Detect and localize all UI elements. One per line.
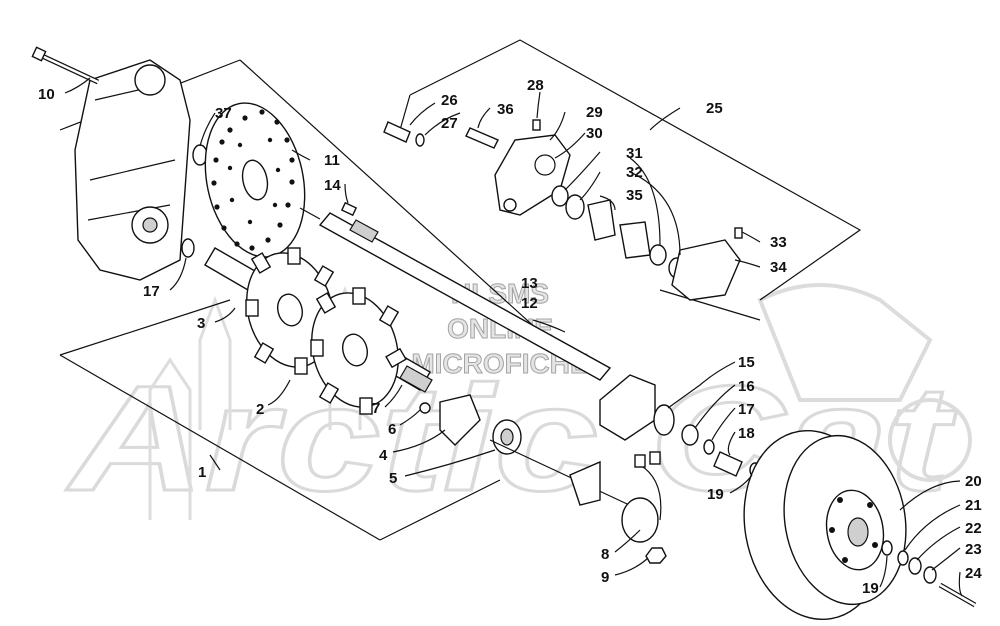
callout-19b: 19 [862, 580, 879, 597]
callout-29: 29 [586, 104, 603, 121]
callout-27: 27 [441, 115, 458, 132]
caliper-half-34 [671, 239, 741, 301]
callout-20: 20 [965, 473, 982, 490]
brake-disc-11 [204, 102, 306, 258]
spacer-18 [713, 451, 743, 477]
callout-15: 15 [738, 354, 755, 371]
brake-pad-35b [619, 221, 651, 259]
washer-21 [897, 550, 909, 566]
callout-26: 26 [441, 92, 458, 109]
speedo-sensor-8 [569, 451, 662, 543]
piston-32 [565, 194, 585, 220]
washer-23 [923, 566, 937, 584]
bearing-flange-4 [439, 394, 481, 446]
callout-labels: 1 2 3 4 5 6 7 8 9 10 11 12 13 14 15 16 1… [38, 77, 982, 597]
callout-25: 25 [706, 100, 723, 117]
callout-30: 30 [586, 125, 603, 142]
seal-17-left [181, 238, 195, 258]
ring-31b [649, 244, 667, 266]
bolt-10 [31, 46, 100, 85]
chaincase-housing [74, 59, 191, 281]
callout-1: 1 [198, 464, 206, 481]
bolt-24 [938, 582, 977, 608]
callout-4: 4 [379, 447, 388, 464]
callout-33: 33 [770, 234, 787, 251]
callout-31: 31 [626, 145, 643, 162]
washer-16 [681, 424, 699, 446]
callout-21: 21 [965, 497, 982, 514]
leader-lines [64, 77, 963, 597]
callout-37: 37 [215, 105, 232, 122]
bearing-5 [492, 419, 522, 455]
callout-5: 5 [389, 470, 397, 487]
callout-18: 18 [738, 425, 755, 442]
bleeder-33 [734, 227, 743, 239]
bearing-15 [653, 404, 675, 436]
callout-22: 22 [965, 520, 982, 537]
callout-34: 34 [770, 259, 787, 276]
callout-3: 3 [197, 315, 205, 332]
callout-36: 36 [497, 101, 514, 118]
callout-32: 32 [626, 164, 643, 181]
nut-9 [645, 547, 667, 564]
seal-17-right [703, 439, 715, 455]
driven-pulley-20 [743, 429, 907, 621]
callout-12: 12 [521, 295, 538, 312]
callout-6: 6 [388, 421, 396, 438]
drive-sprocket-2a [245, 247, 342, 375]
callout-10: 10 [38, 86, 55, 103]
callout-35: 35 [626, 187, 643, 204]
caliper-bolt-26 [383, 121, 411, 143]
callout-19a: 19 [707, 486, 724, 503]
callout-7: 7 [372, 400, 380, 417]
key-14 [340, 201, 358, 217]
callout-28: 28 [527, 77, 544, 94]
brake-caliper-25 [494, 134, 571, 216]
washer-27 [415, 133, 425, 147]
pin-36 [465, 127, 499, 149]
callout-8: 8 [601, 546, 609, 563]
seal-31 [551, 185, 569, 207]
ring-19-lower [881, 540, 893, 556]
callout-11: 11 [324, 152, 340, 169]
drive-sprocket-2b [310, 287, 407, 415]
callout-17b: 17 [738, 401, 755, 418]
bleeder-28 [532, 119, 541, 131]
callout-2: 2 [256, 401, 264, 418]
callout-16: 16 [738, 378, 755, 395]
ring-6 [419, 402, 431, 414]
callout-17a: 17 [143, 283, 160, 300]
upper-shaft [299, 207, 612, 381]
watermark-motorcycle [757, 283, 972, 482]
callout-13: 13 [521, 275, 538, 292]
callout-24: 24 [965, 565, 982, 582]
washer-22 [908, 557, 922, 575]
callout-9: 9 [601, 569, 609, 586]
callout-23: 23 [965, 541, 982, 558]
brake-pad-35a [587, 199, 616, 241]
callout-14: 14 [324, 177, 341, 194]
